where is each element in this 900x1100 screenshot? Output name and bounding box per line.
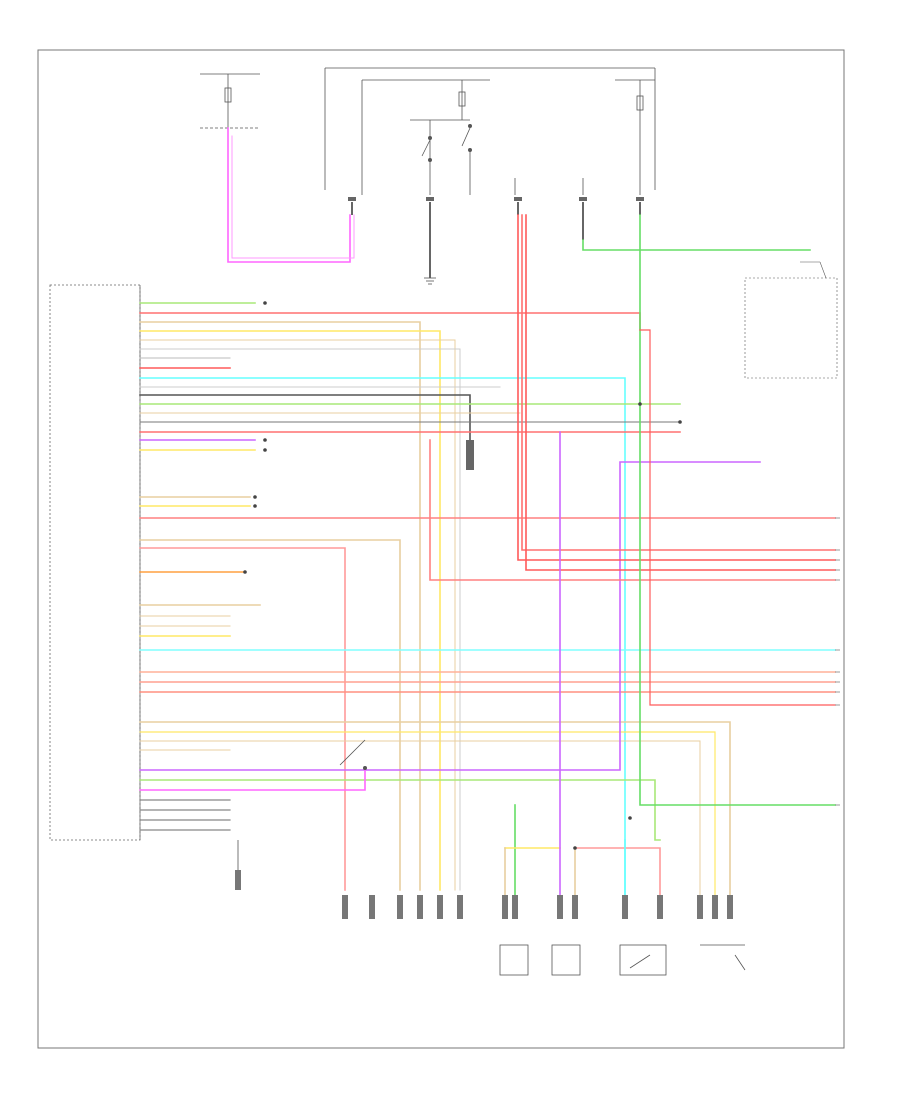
connector-icon <box>369 895 375 919</box>
wire-green-3 <box>139 779 661 841</box>
wire-tan-1 <box>139 321 421 891</box>
connector-icon <box>697 895 703 919</box>
switch-icon <box>421 135 432 162</box>
wire-red-v2 <box>521 214 836 551</box>
fuse-icon <box>458 91 466 107</box>
connector-icon <box>342 895 348 919</box>
connector-icon <box>557 895 563 919</box>
wire-yellow-4 <box>139 731 716 896</box>
control-module <box>49 284 141 841</box>
splice-icon <box>243 301 682 850</box>
connector-icon <box>622 895 628 919</box>
wire-red-v5 <box>639 329 836 706</box>
wire-red-s <box>574 847 661 896</box>
wire-red-v1 <box>517 214 836 561</box>
wire-pink-2 <box>139 767 366 791</box>
ground-icon <box>424 277 436 285</box>
switch-icon <box>339 739 367 771</box>
wire-pink-top <box>227 127 351 263</box>
switch-icon <box>461 124 472 152</box>
wire-gray-1 <box>139 348 461 891</box>
power-distribution <box>200 67 656 195</box>
wire-dark-1 <box>139 394 471 441</box>
connector-icon <box>437 895 443 919</box>
connector-icon <box>657 895 663 919</box>
wire-tan-6 <box>139 539 401 891</box>
connector-icon <box>727 895 733 919</box>
right-edge-terminals <box>835 517 840 806</box>
connector-icon <box>572 895 578 919</box>
connector-icon <box>417 895 423 919</box>
wire-violet-2 <box>139 461 761 771</box>
wire-tan-11 <box>139 740 701 896</box>
connector-icon <box>512 895 518 919</box>
connector-icon <box>348 197 644 201</box>
wire-tan-10 <box>139 721 731 896</box>
wire-green-v <box>639 214 836 806</box>
wire-pink-top-b <box>231 135 355 259</box>
bottom-components <box>499 944 746 976</box>
wire-red-v4 <box>429 439 836 581</box>
wire-tan-2 <box>139 330 441 891</box>
connector-icon <box>457 895 463 919</box>
fuse-icon <box>636 95 644 111</box>
bottom-connectors <box>342 895 733 919</box>
fuse-icon <box>224 87 232 103</box>
connector-icon <box>502 895 508 919</box>
sensor-icon <box>466 440 474 470</box>
wire-tan-3 <box>139 339 456 891</box>
wire-harness <box>139 127 836 896</box>
connector-icon <box>397 895 403 919</box>
switch-box-top-right <box>744 261 838 379</box>
sensor-icon <box>235 840 241 890</box>
wire-red-v3 <box>525 214 836 571</box>
connector-icon <box>712 895 718 919</box>
wire-red-5 <box>139 547 346 891</box>
wire-green-top <box>582 239 811 251</box>
diagram-frame <box>37 49 845 1049</box>
